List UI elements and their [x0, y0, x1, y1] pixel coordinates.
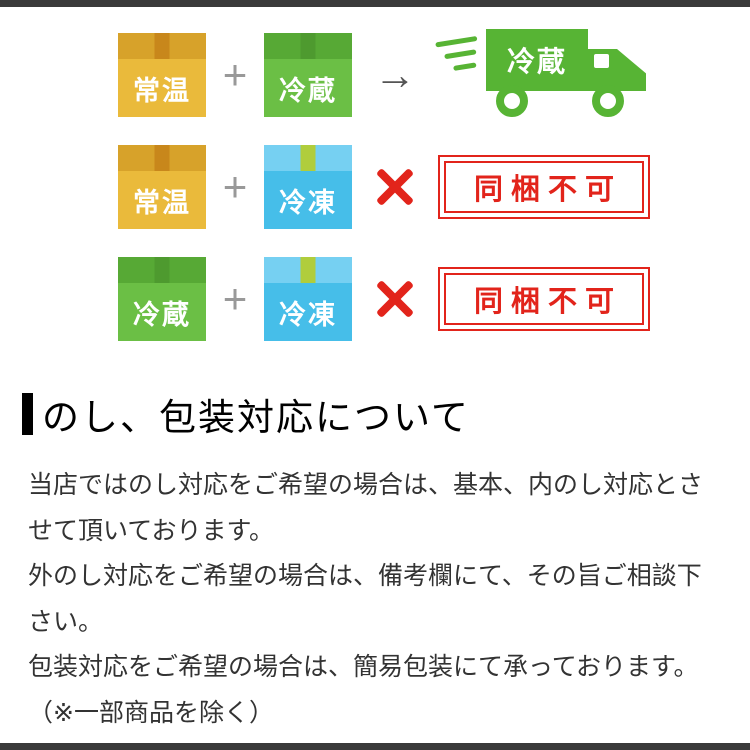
plus-icon: + [222, 51, 248, 98]
box-tape [154, 257, 170, 283]
diagram-row-chilled-frozen: 冷蔵 + 冷凍 同梱不可 [118, 257, 750, 341]
package-label: 冷蔵 [264, 59, 352, 117]
box-flaps [118, 257, 206, 283]
speed-lines-icon [435, 35, 483, 81]
plus-icon: + [222, 275, 248, 322]
box-tape [300, 257, 316, 283]
truck-wheel-icon [592, 85, 624, 117]
bottom-edge-strip [0, 743, 750, 750]
truck-cab [588, 49, 646, 91]
heading-marker [22, 393, 33, 435]
package-label: 常温 [118, 171, 206, 229]
package-frozen-icon: 冷凍 [264, 257, 352, 341]
package-ambient-icon: 常温 [118, 33, 206, 117]
box-tape [300, 33, 316, 59]
delivery-truck-icon: 冷蔵 [435, 29, 650, 121]
box-tape [154, 145, 170, 171]
top-edge-strip [0, 0, 750, 7]
no-bundle-stamp: 同梱不可 [438, 155, 650, 219]
package-label: 冷凍 [264, 171, 352, 229]
package-label: 常温 [118, 59, 206, 117]
shipping-combination-diagram: 常温 + 冷蔵 → 冷蔵 [0, 0, 750, 341]
stamp-label: 同梱不可 [444, 273, 644, 325]
box-flaps [118, 145, 206, 171]
body-paragraph: 外のし対応をご希望の場合は、備考欄にて、その旨ご相談下さい。 [28, 562, 702, 636]
truck-cargo-label: 冷蔵 [486, 29, 588, 91]
diagram-row-ambient-frozen: 常温 + 冷凍 同梱不可 [118, 145, 750, 229]
truck-wheel-icon [496, 85, 528, 117]
package-ambient-icon: 常温 [118, 145, 206, 229]
stamp-label: 同梱不可 [444, 161, 644, 213]
arrow-right-icon: → [374, 51, 416, 98]
heading-text: のし、包装対応について [42, 397, 470, 438]
box-tape [154, 33, 170, 59]
body-paragraph: 包装対応をご希望の場合は、簡易包装にて承っております。（※一部商品を除く） [28, 653, 699, 727]
plus-icon: + [222, 163, 248, 210]
box-flaps [264, 145, 352, 171]
no-bundle-stamp: 同梱不可 [438, 267, 650, 331]
body-paragraph: 当店ではのし対応をご希望の場合は、基本、内のし対応とさせて頂いております。 [28, 471, 704, 545]
box-tape [300, 145, 316, 171]
box-flaps [118, 33, 206, 59]
package-chilled-icon: 冷蔵 [264, 33, 352, 117]
section-heading: のし、包装対応について [22, 387, 750, 441]
package-label: 冷凍 [264, 283, 352, 341]
noshi-description: 当店ではのし対応をご希望の場合は、基本、内のし対応とさせて頂いております。 外の… [28, 463, 720, 736]
cross-icon [352, 275, 438, 323]
cross-icon [352, 163, 438, 211]
package-label: 冷蔵 [118, 283, 206, 341]
diagram-row-ambient-chilled: 常温 + 冷蔵 → 冷蔵 [118, 29, 750, 117]
truck-window [594, 54, 609, 68]
package-frozen-icon: 冷凍 [264, 145, 352, 229]
box-flaps [264, 257, 352, 283]
box-flaps [264, 33, 352, 59]
package-chilled-icon: 冷蔵 [118, 257, 206, 341]
